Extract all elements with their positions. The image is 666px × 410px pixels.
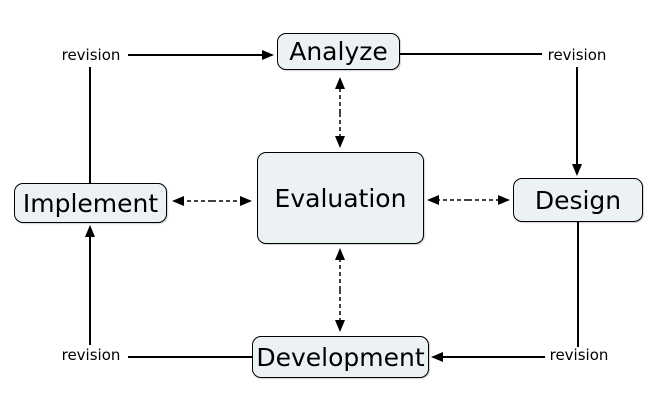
- node-analyze-label: Analyze: [289, 37, 388, 66]
- node-evaluation-label: Evaluation: [274, 183, 407, 213]
- node-development-label: Development: [256, 342, 425, 372]
- node-implement: Implement: [14, 183, 167, 223]
- node-design: Design: [513, 178, 643, 222]
- revision-label-top-left: revision: [61, 46, 121, 64]
- node-evaluation: Evaluation: [257, 152, 424, 244]
- node-implement-label: Implement: [22, 188, 159, 218]
- node-development: Development: [252, 336, 429, 378]
- revision-label-bottom-right: revision: [549, 346, 609, 364]
- revision-label-top-right: revision: [547, 46, 607, 64]
- revision-label-bottom-left: revision: [61, 346, 121, 364]
- node-design-label: Design: [534, 185, 622, 215]
- node-analyze: Analyze: [277, 33, 400, 70]
